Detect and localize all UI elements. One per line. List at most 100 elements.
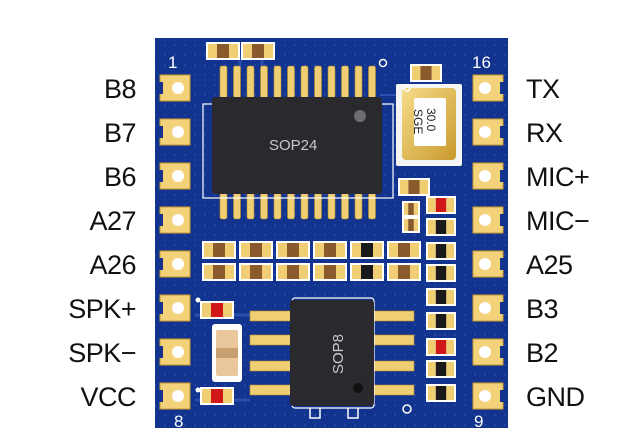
sop8-pin1-marker: [353, 383, 363, 393]
sop8-label: SOP8: [330, 334, 347, 374]
right-pad-14: [472, 162, 508, 190]
sop8-left-leads: [249, 310, 293, 396]
left-pin-label: B6: [104, 162, 136, 192]
sop8-lead: [249, 360, 293, 372]
resistor: [426, 312, 456, 330]
right-header-pads: [472, 74, 508, 410]
capacitor: [276, 263, 310, 281]
resistor-red: [426, 338, 456, 356]
sop24-lead: [287, 192, 295, 220]
capacitor: [410, 64, 442, 82]
right-pad-16: [472, 74, 508, 102]
sop24-lead: [368, 192, 376, 220]
resistor: [426, 242, 456, 260]
left-pad-3: [155, 162, 191, 190]
resistor: [426, 360, 456, 378]
crystal-label-line1: 30.0: [424, 108, 438, 132]
left-pad-7: [155, 338, 191, 366]
vias: [195, 58, 411, 393]
pin-number-16: 16: [472, 53, 491, 72]
sop8-lead: [249, 310, 293, 322]
capacitor: [239, 241, 273, 259]
sop8-lead: [371, 334, 415, 346]
sop8-lead: [249, 334, 293, 346]
left-pin-label: B8: [104, 74, 136, 104]
right-pad-13: [472, 206, 508, 234]
right-pin-label: RX: [526, 118, 563, 148]
sop24-label: SOP24: [269, 137, 317, 154]
sop24-chip: SOP24: [202, 65, 394, 220]
pin-number-8: 8: [174, 412, 183, 431]
left-pad-4: [155, 206, 191, 234]
sop24-lead: [287, 65, 295, 99]
capacitor: [202, 263, 236, 281]
capacitor: [402, 201, 420, 217]
sop8-body: [290, 300, 374, 406]
capacitor: [276, 241, 310, 259]
capacitor: [387, 263, 421, 281]
right-pin-label: A25: [526, 250, 573, 280]
left-pin-label: A26: [89, 250, 136, 280]
right-pin-label: MIC−: [526, 206, 589, 236]
sop24-lead: [273, 65, 282, 99]
sop24-lead: [354, 192, 363, 220]
left-pin-label: B7: [104, 118, 136, 148]
capacitor: [206, 42, 240, 60]
sop24-lead: [368, 65, 376, 99]
capacitor: [239, 263, 273, 281]
sop24-pin1-marker: [354, 110, 366, 122]
sop24-lead: [314, 65, 322, 99]
sop24-lead: [354, 65, 363, 99]
sop8-lead: [371, 310, 415, 322]
right-pin-label: B3: [526, 294, 558, 324]
left-pin-label: A27: [89, 206, 136, 236]
left-pad-6: [155, 294, 191, 322]
led-red: [426, 196, 456, 214]
right-pad-15: [472, 118, 508, 146]
left-pin-label: SPK+: [68, 294, 136, 324]
right-pad-12: [472, 250, 508, 278]
crystal-label-line2: SGE: [411, 109, 425, 134]
sop24-lead: [219, 65, 228, 99]
capacitor: [350, 241, 384, 259]
electrolytic-capacitor: [212, 324, 242, 382]
left-pad-8: [155, 382, 191, 410]
capacitor: [398, 178, 430, 196]
right-pad-11: [472, 294, 508, 322]
sop24-lead: [300, 192, 309, 220]
sop8-chip: SOP8: [249, 297, 415, 419]
right-pin-label: B2: [526, 338, 558, 368]
capacitor: [313, 263, 347, 281]
sop24-top-leads: [219, 65, 376, 99]
sop24-lead: [233, 65, 241, 99]
resistor-red: [200, 387, 234, 405]
pin-number-9: 9: [474, 412, 483, 431]
right-pad-9: [472, 382, 508, 410]
passive-components: [200, 42, 456, 405]
sop8-lead: [371, 384, 415, 396]
sop24-lead: [219, 192, 228, 220]
left-pad-1: [155, 74, 191, 102]
capacitor: [241, 42, 275, 60]
resistor: [426, 218, 456, 236]
sop24-lead: [260, 192, 268, 220]
resistor: [426, 264, 456, 282]
capacitor: [402, 217, 420, 233]
sop24-lead: [273, 192, 282, 220]
crystal: 30.0 SGE: [396, 84, 462, 166]
right-pin-label: TX: [526, 74, 560, 104]
left-header-pads: [155, 74, 191, 410]
left-pad-5: [155, 250, 191, 278]
pin-number-1: 1: [168, 53, 177, 72]
resistor-red: [200, 301, 234, 319]
sop24-lead: [327, 65, 336, 99]
sop24-lead: [300, 65, 309, 99]
sop24-lead: [341, 65, 349, 99]
left-pin-label: VCC: [80, 382, 136, 412]
left-pin-label: SPK−: [68, 338, 136, 368]
left-pad-2: [155, 118, 191, 146]
sop8-lead: [249, 384, 293, 396]
sop24-body: [212, 97, 382, 194]
